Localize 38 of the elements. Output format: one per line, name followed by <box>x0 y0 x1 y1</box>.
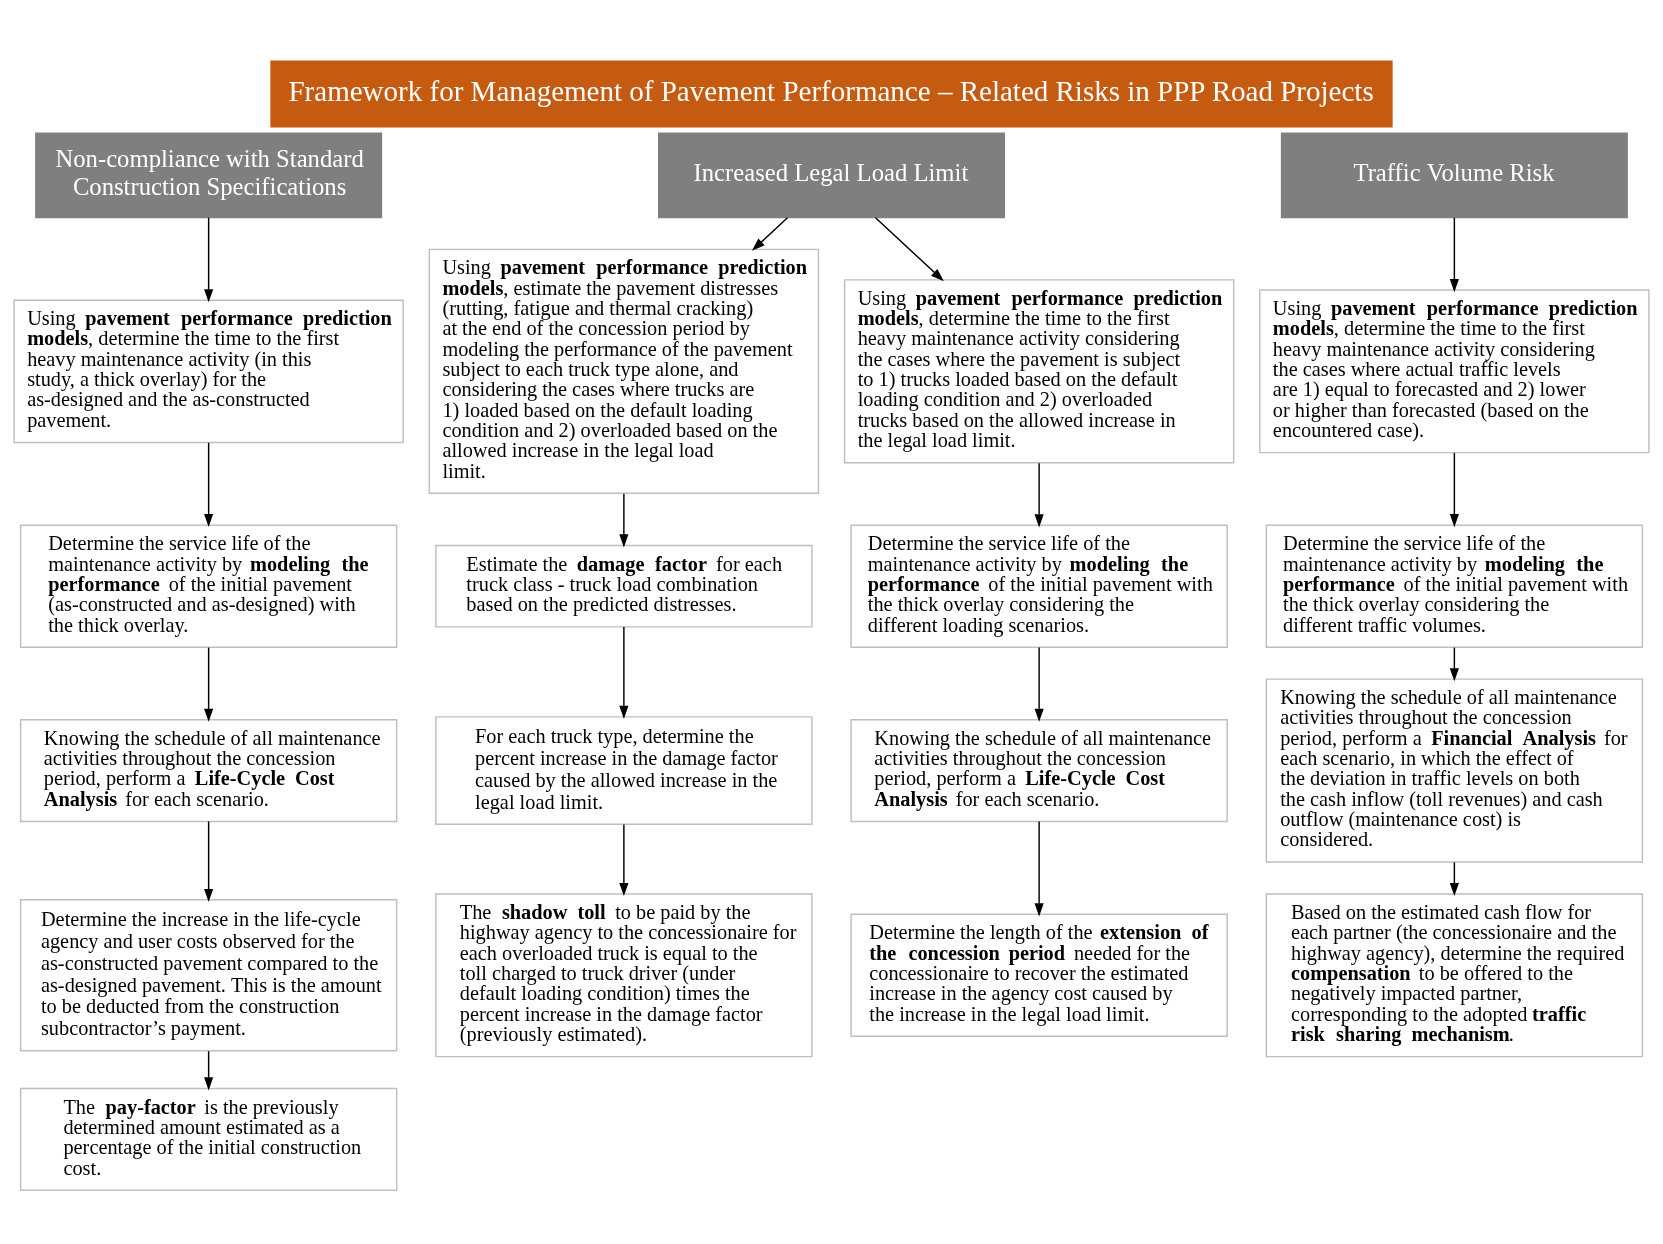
arrow <box>619 625 629 719</box>
node-box: Using pavement performance prediction models, determine the time to the first heavy maintenance activity (in this study, a thick overlay) for the as-designed and the as-constructed pavement. <box>13 298 404 443</box>
node-box: Traffic Volume Risk <box>1280 132 1628 218</box>
arrow <box>1449 646 1459 681</box>
arrow <box>1034 820 1044 916</box>
node-box: Estimate the damage factor for each truck class - truck load combination based on the predicted distresses. <box>435 544 813 628</box>
node-box: Knowing the schedule of all maintenance activities throughout the concession period, perform a Life-Cycle Cost Analysis for each scenario. <box>850 718 1228 822</box>
arrow <box>204 1050 214 1090</box>
node-box: The pay-factor is the previously determined amount estimated as a percentage of the initial construction cost. <box>19 1087 398 1191</box>
arrow <box>874 216 944 281</box>
node-box: Knowing the schedule of all maintenance activities throughout the concession period, perform a Life-Cycle Cost Analysis for each scenario. <box>19 718 398 822</box>
arrow <box>1449 451 1459 527</box>
arrow <box>204 820 214 902</box>
node-box: Using pavement performance prediction models, estimate the pavement distresses (rutting, fatigue and thermal cracking) at the end of the concession period by modeling the performance of the pavement subject to each truck type alone, and considering the cases where trucks are 1) loaded based on the default loading condition and 2) overloaded based on the allowed increase in the legal load limit. <box>428 248 820 494</box>
arrow <box>1034 646 1044 722</box>
arrow <box>204 441 214 527</box>
node-box: Determine the length of the extension of the concession period needed for the concessionaire to recover the estimated increase in the agency cost caused by the increase in the legal load limit. <box>850 913 1228 1037</box>
node-box: Non-compliance with Standard Construction Specifications <box>35 132 383 218</box>
node-box: Knowing the schedule of all maintenance activities throughout the concession period, perform a Financial Analysis for each scenario, in which the effect of the deviation in traffic levels on both the cash inflow (toll revenues) and cash outflow (maintenance cost) is considered. <box>1265 677 1644 863</box>
node-box: The shadow toll to be paid by the highway agency to the concessionaire for each overloaded truck is equal to the toll charged to truck driver (under default loading condition) times the percent increase in the damage factor (previously estimated). <box>435 892 813 1057</box>
node-box: Determine the service life of the maintenance activity by modeling the performance of the initial pavement with the thick overlay considering the different traffic volumes. <box>1265 524 1644 648</box>
node-box: Using pavement performance prediction models, determine the time to the first heavy maintenance activity considering the cases where the pavement is subject to 1) trucks loaded based on the default loading condition and 2) overloaded trucks based on the allowed increase in the legal load limit. <box>843 278 1235 463</box>
node-box: Based on the estimated cash flow for each partner (the concessionaire and the highway agency), determine the required compensation to be offered to the negatively impacted partner, corresponding to the adopted traffic risk sharing mechanism. <box>1265 892 1644 1057</box>
node-box: Using pavement performance prediction models, determine the time to the first heavy maintenance activity considering the cases where actual traffic levels are 1) equal to forecasted and 2) lower or higher than forecasted (based on the encountered case). <box>1259 288 1650 453</box>
arrow <box>751 216 789 251</box>
arrow <box>204 646 214 722</box>
node-box: Determine the service life of the maintenance activity by modeling the performance of the initial pavement with the thick overlay considering the different loading scenarios. <box>850 524 1228 648</box>
diagram-title: Framework for Management of Pavement Performance – Related Risks in PPP Road Projects <box>288 74 1374 107</box>
arrow <box>619 492 629 547</box>
node-box: Determine the increase in the life-cycle agency and user costs observed for the as-constructed pavement compared to the as-designed pavement. This is the amount to be deducted from the construction subcontractor’s payment. <box>19 898 398 1052</box>
node-box: For each truck type, determine the percent increase in the damage factor caused by the allowed increase in the legal load limit. <box>435 715 813 825</box>
arrow <box>204 216 214 302</box>
node-box: Determine the service life of the maintenance activity by modeling the performance of the initial pavement (as-constructed and as-designed) with the thick overlay. <box>19 524 398 648</box>
arrow <box>619 823 629 896</box>
arrow <box>1034 462 1044 527</box>
node-box: Increased Legal Load Limit <box>658 132 1005 218</box>
arrow <box>1449 861 1459 896</box>
arrow <box>1449 216 1459 292</box>
